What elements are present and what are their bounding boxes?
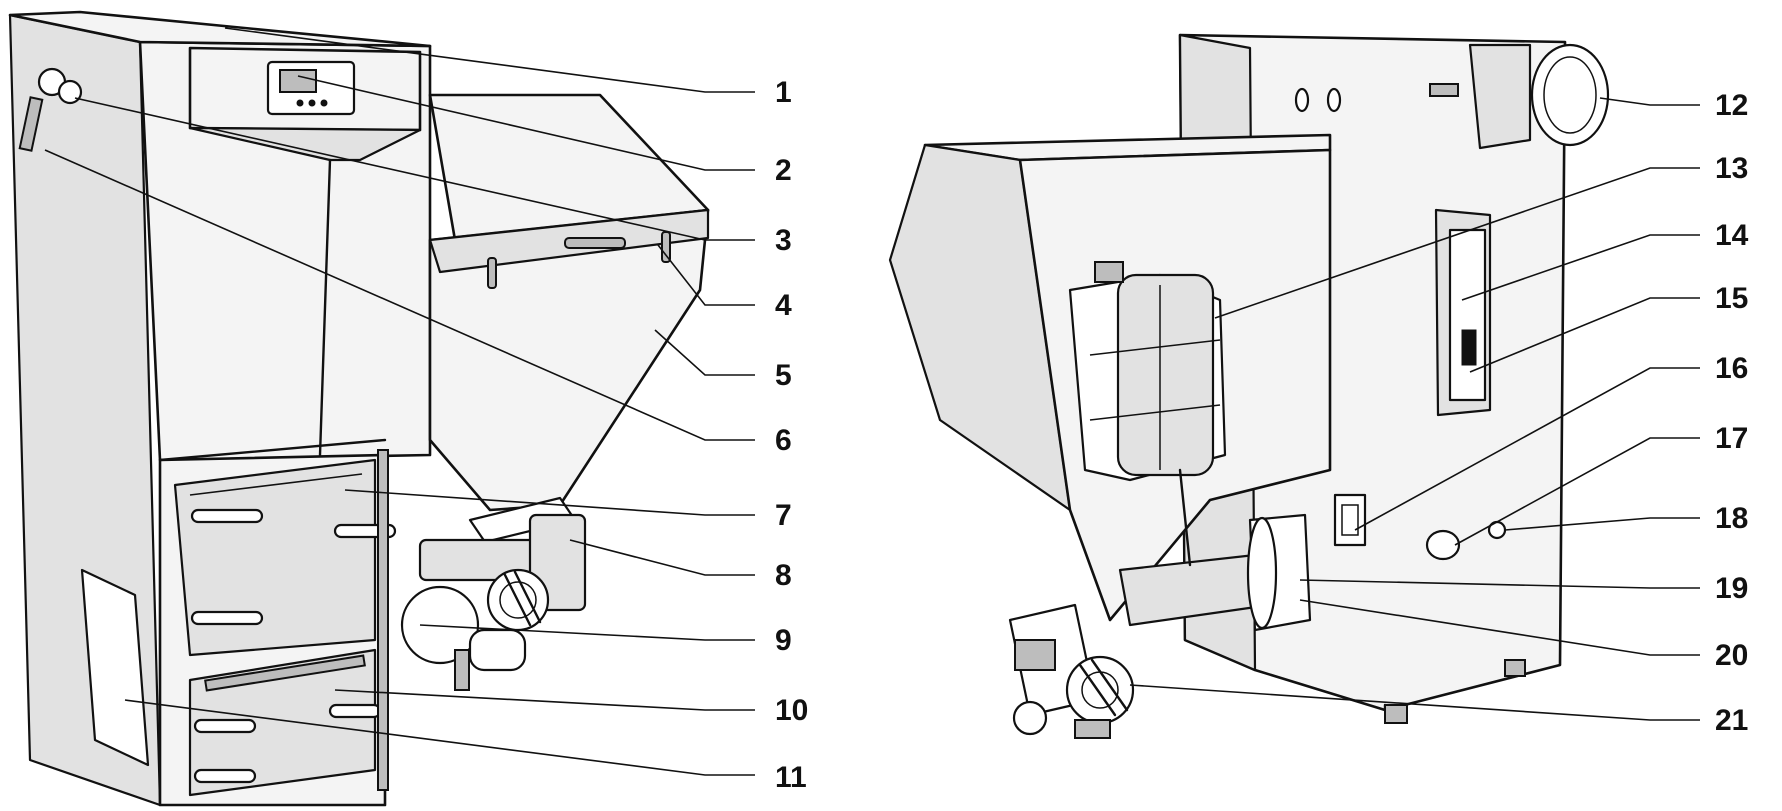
boiler-top-cover <box>8 10 432 48</box>
callout-15: 15 <box>1715 282 1748 315</box>
boiler-rear-view <box>888 33 1610 739</box>
rear-hopper-body <box>888 143 1072 512</box>
callout-1: 1 <box>775 76 792 109</box>
rear-control-panel <box>1434 208 1492 417</box>
side-cleaning-hatch <box>80 568 150 767</box>
callout-9: 9 <box>775 624 792 657</box>
callout-20: 20 <box>1715 639 1748 672</box>
rear-connector <box>1333 493 1367 547</box>
callout-10: 10 <box>775 694 808 727</box>
callout-4: 4 <box>775 289 792 322</box>
upper-door <box>173 458 377 657</box>
callout-13: 13 <box>1715 152 1748 185</box>
feeder-cover <box>1068 261 1227 482</box>
callout-16: 16 <box>1715 352 1748 385</box>
callout-11: 11 <box>775 761 807 794</box>
callout-5: 5 <box>775 359 792 392</box>
leader-lines <box>44 27 1700 776</box>
callout-12: 12 <box>1715 89 1748 122</box>
callout-8: 8 <box>775 559 792 592</box>
feeder-assembly <box>400 513 587 691</box>
callout-labels: 1 2 3 4 5 6 7 8 9 10 11 12 13 14 15 16 1… <box>775 76 1749 794</box>
auger-burner <box>1118 468 1312 632</box>
side-control-knob <box>18 67 83 152</box>
flue-housing <box>1468 43 1532 150</box>
callout-2: 2 <box>775 154 792 187</box>
callout-7: 7 <box>775 499 792 532</box>
return-fitting <box>1425 529 1461 561</box>
callout-18: 18 <box>1715 502 1748 535</box>
callout-19: 19 <box>1715 572 1748 605</box>
callout-3: 3 <box>775 224 792 257</box>
callout-17: 17 <box>1715 422 1748 455</box>
callout-21: 21 <box>1715 704 1748 737</box>
callout-6: 6 <box>775 424 792 457</box>
callout-14: 14 <box>1715 219 1749 252</box>
controller-lower-bevel <box>188 126 422 162</box>
rear-feeder-motor <box>1008 603 1135 739</box>
boiler-front-view <box>8 10 710 807</box>
